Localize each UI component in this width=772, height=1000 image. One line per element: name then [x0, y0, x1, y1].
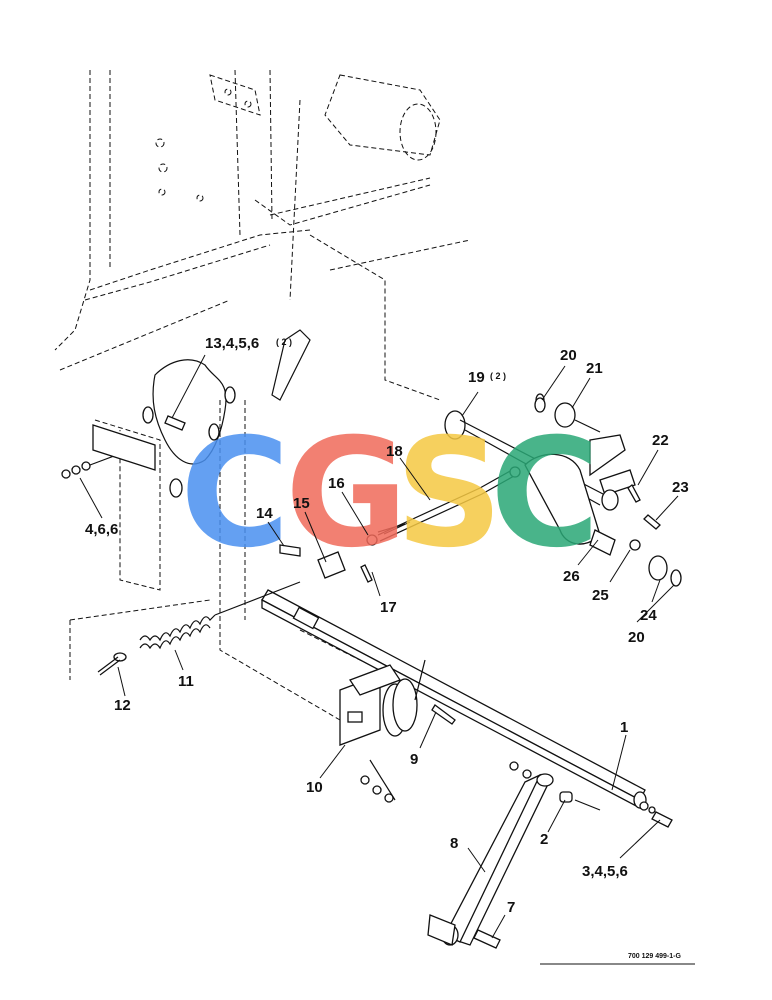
rod-part-12: [97, 656, 121, 676]
document-number: 700 129 499-1-G: [628, 953, 681, 960]
callout-10: 10: [306, 779, 323, 796]
callout-13-qty: ( 2 ): [276, 337, 292, 347]
cotter-pin-part-9: [431, 704, 456, 725]
callout-19: 19: [468, 369, 485, 386]
callout-13: 13,4,5,6: [205, 335, 259, 352]
bracket-part-10: [339, 659, 426, 803]
callout-2: 2: [540, 831, 548, 848]
hardware-part-466: [61, 424, 156, 479]
callout-20-bottom: 20: [628, 629, 645, 646]
document-number-block: 700 129 499-1-G: [540, 953, 695, 965]
hardware-part-2: [509, 761, 601, 811]
watermark: C G S C: [180, 407, 600, 581]
frame-phantom: [54, 69, 471, 721]
callout-1: 1: [620, 719, 628, 736]
callout-24: 24: [640, 607, 657, 624]
callout-17: 17: [380, 599, 397, 616]
callout-3456: 3,4,5,6: [582, 863, 628, 880]
watermark-letter-3: S: [395, 407, 503, 581]
callout-12: 12: [114, 697, 131, 714]
callout-9: 9: [410, 751, 418, 768]
callout-19-qty: ( 2 ): [490, 371, 506, 381]
bar-part-1: [261, 589, 647, 810]
callout-labels: 1 2 3,4,5,6 4,6,6 7 8 9 10 11 12 13,4,5,…: [85, 335, 689, 916]
callout-8: 8: [450, 835, 458, 852]
callout-7: 7: [507, 899, 515, 916]
callout-15: 15: [293, 495, 310, 512]
watermark-letter-1: C: [180, 407, 290, 581]
bracket-cutaway: [142, 329, 311, 498]
callout-21: 21: [586, 360, 603, 377]
callout-22: 22: [652, 432, 669, 449]
screw-part-13: [164, 415, 186, 431]
callout-25: 25: [592, 587, 609, 604]
callout-466: 4,6,6: [85, 521, 118, 538]
watermark-letter-4: C: [490, 407, 600, 581]
watermark-letter-2: G: [285, 407, 408, 581]
callout-11: 11: [178, 673, 194, 690]
callout-16: 16: [328, 475, 345, 492]
spring-part-11: [113, 581, 301, 662]
callout-23: 23: [672, 479, 689, 496]
lever-part-8: [427, 773, 554, 949]
shaft-assembly-parts-19-26: [444, 393, 682, 587]
callout-18: 18: [386, 443, 403, 460]
rod-part-18: [377, 469, 515, 542]
callout-20-top: 20: [560, 347, 577, 364]
callout-14: 14: [256, 505, 273, 522]
hardware-part-3456: [639, 801, 673, 828]
callout-26: 26: [563, 568, 580, 585]
leader-lines: [79, 354, 679, 939]
